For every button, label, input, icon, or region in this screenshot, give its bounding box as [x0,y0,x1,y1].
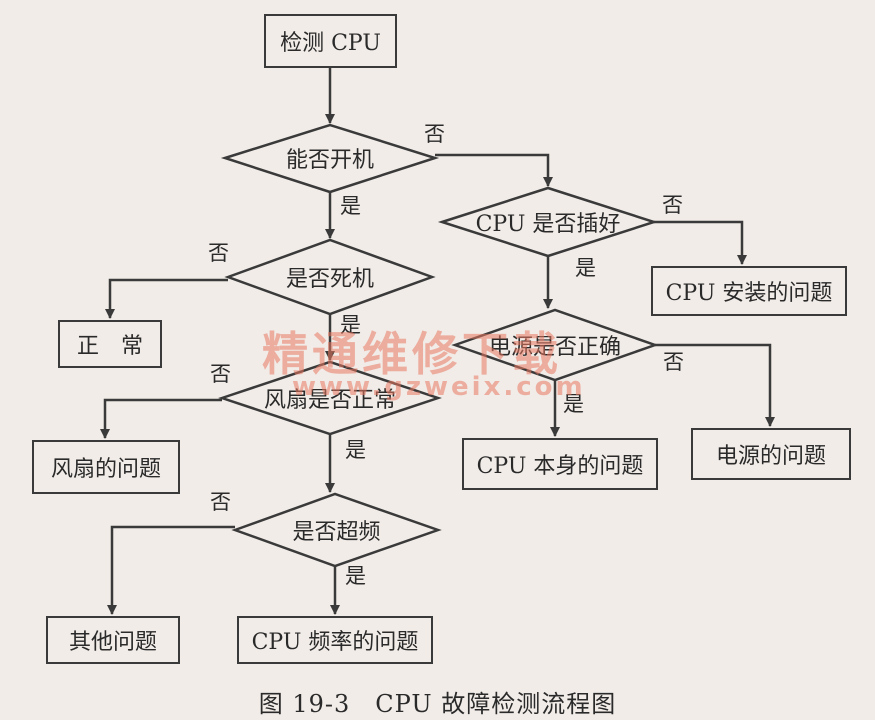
label-oc-no: 否 [210,490,231,514]
arrow-fan-no [100,398,222,439]
decision-fan-ok: 风扇是否正常 [263,388,396,413]
arrow-seated-no [654,220,747,265]
box-cpu-freq-issue: CPU 频率的问题 [237,616,433,664]
label-power-no: 否 [663,350,684,374]
box-cpu-install-issue: CPU 安装的问题 [651,266,847,316]
diamond-can-boot [220,123,440,194]
label-oc-yes: 是 [345,564,366,588]
box-fan-issue: 风扇的问题 [32,440,180,494]
label-seated-no: 否 [662,193,683,217]
label-frozen-no: 否 [208,241,229,265]
label-boot-yes: 是 [340,194,361,218]
diamond-fan-ok [218,360,442,436]
label-power-yes: 是 [563,392,584,416]
label-fan-yes: 是 [345,438,366,462]
figure-caption: 图 19-3 CPU 故障检测流程图 [258,690,617,718]
decision-is-frozen: 是否死机 [285,267,374,292]
decision-power-ok: 电源是否正确 [488,335,621,360]
decision-overclocked: 是否超频 [292,520,381,545]
decision-can-boot: 能否开机 [285,148,374,173]
label-boot-no: 否 [424,122,445,146]
label-fan-no: 否 [210,362,231,386]
arrow-frozen-no [105,278,228,319]
arrow-boot-no [435,153,553,187]
diamond-is-frozen [224,238,436,316]
arrow-power-no [655,343,775,427]
box-cpu-self-issue: CPU 本身的问题 [462,438,658,490]
diamond-overclocked [231,492,442,568]
box-power-issue: 电源的问题 [691,428,851,480]
box-other-issue: 其他问题 [46,616,180,664]
box-check-cpu: 检测 CPU [264,14,397,68]
label-seated-yes: 是 [575,256,596,280]
decision-cpu-seated: CPU 是否插好 [475,212,621,237]
box-normal: 正 常 [58,320,162,368]
label-frozen-yes: 是 [340,313,361,337]
arrow-oc-no [107,525,235,615]
